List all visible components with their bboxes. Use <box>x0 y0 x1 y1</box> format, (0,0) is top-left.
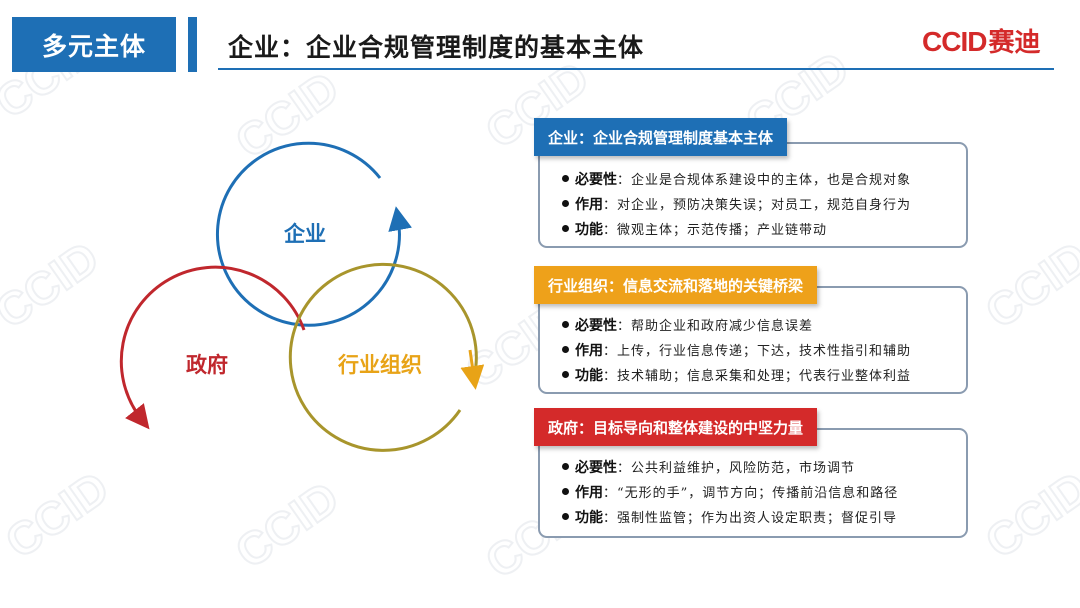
bullet-icon <box>562 175 569 182</box>
logo-cjk: 赛迪 <box>988 28 1041 58</box>
row-value: ：微观主体；示范传播；产业链带动 <box>603 223 828 238</box>
enterprise-circle <box>216 141 412 327</box>
row-value: ：“无形的手”，调节方向；传播前沿信息和路径 <box>603 486 899 501</box>
venn-label-government: 政府 <box>186 353 228 377</box>
row-key: 必要性 <box>575 171 617 188</box>
bullet-icon <box>562 371 569 378</box>
card-industry-header: 行业组织：信息交流和落地的关键桥梁 <box>534 266 818 304</box>
list-item: 必要性 ：帮助企业和政府减少信息误差 <box>562 312 966 337</box>
venn-label-enterprise: 企业 <box>284 222 326 246</box>
row-value: ：强制性监管；作为出资人设定职责；督促引导 <box>603 511 898 526</box>
section-tag-bar <box>188 17 197 72</box>
list-item: 作用 ：“无形的手”，调节方向；传播前沿信息和路径 <box>562 479 966 504</box>
row-value: ：对企业，预防决策失误；对员工，规范自身行为 <box>603 198 912 213</box>
row-key: 作用 <box>575 196 603 213</box>
row-value: ：帮助企业和政府减少信息误差 <box>617 319 814 334</box>
government-circle <box>119 265 306 430</box>
card-enterprise-body: 必要性 ：企业是合规体系建设中的主体，也是合规对象 作用 ：对企业，预防决策失误… <box>538 142 968 248</box>
list-item: 必要性 ：公共利益维护，风险防范，市场调节 <box>562 454 966 479</box>
card-government-body: 必要性 ：公共利益维护，风险防范，市场调节 作用 ：“无形的手”，调节方向；传播… <box>538 428 968 538</box>
ccid-logo: CCID 赛迪 <box>922 22 1040 59</box>
card-government-header: 政府：目标导向和整体建设的中坚力量 <box>534 408 818 446</box>
list-item: 功能 ：技术辅助；信息采集和处理；代表行业整体利益 <box>562 362 966 387</box>
row-value: ：公共利益维护，风险防范，市场调节 <box>617 461 856 476</box>
bullet-icon <box>562 463 569 470</box>
row-value: ：企业是合规体系建设中的主体，也是合规对象 <box>617 173 912 188</box>
list-item: 功能 ：微观主体；示范传播；产业链带动 <box>562 216 966 241</box>
row-key: 必要性 <box>575 317 617 334</box>
list-item: 作用 ：对企业，预防决策失误；对员工，规范自身行为 <box>562 191 966 216</box>
logo-latin: CCID <box>922 26 987 57</box>
row-key: 必要性 <box>575 459 617 476</box>
industry-arrow <box>460 349 485 390</box>
row-key: 功能 <box>575 221 603 238</box>
row-value: ：技术辅助；信息采集和处理；代表行业整体利益 <box>603 369 912 384</box>
industry-circle <box>288 262 478 452</box>
row-key: 功能 <box>575 509 603 526</box>
bullet-icon <box>562 488 569 495</box>
row-key: 作用 <box>575 484 603 501</box>
card-enterprise-header: 企业：企业合规管理制度基本主体 <box>534 118 788 156</box>
row-value: ：上传，行业信息传递；下达，技术性指引和辅助 <box>603 344 912 359</box>
row-key: 功能 <box>575 367 603 384</box>
title-divider <box>218 68 1054 70</box>
list-item: 作用 ：上传，行业信息传递；下达，技术性指引和辅助 <box>562 337 966 362</box>
bullet-icon <box>562 346 569 353</box>
section-tag: 多元主体 <box>12 17 176 72</box>
venn-label-industry: 行业组织 <box>338 353 422 377</box>
card-industry-body: 必要性 ：帮助企业和政府减少信息误差 作用 ：上传，行业信息传递；下达，技术性指… <box>538 286 968 394</box>
bullet-icon <box>562 225 569 232</box>
page-title: 企业：企业合规管理制度的基本主体 <box>228 33 645 62</box>
bullet-icon <box>562 200 569 207</box>
bullet-icon <box>562 513 569 520</box>
row-key: 作用 <box>575 342 603 359</box>
list-item: 功能 ：强制性监管；作为出资人设定职责；督促引导 <box>562 504 966 529</box>
list-item: 必要性 ：企业是合规体系建设中的主体，也是合规对象 <box>562 166 966 191</box>
bullet-icon <box>562 321 569 328</box>
